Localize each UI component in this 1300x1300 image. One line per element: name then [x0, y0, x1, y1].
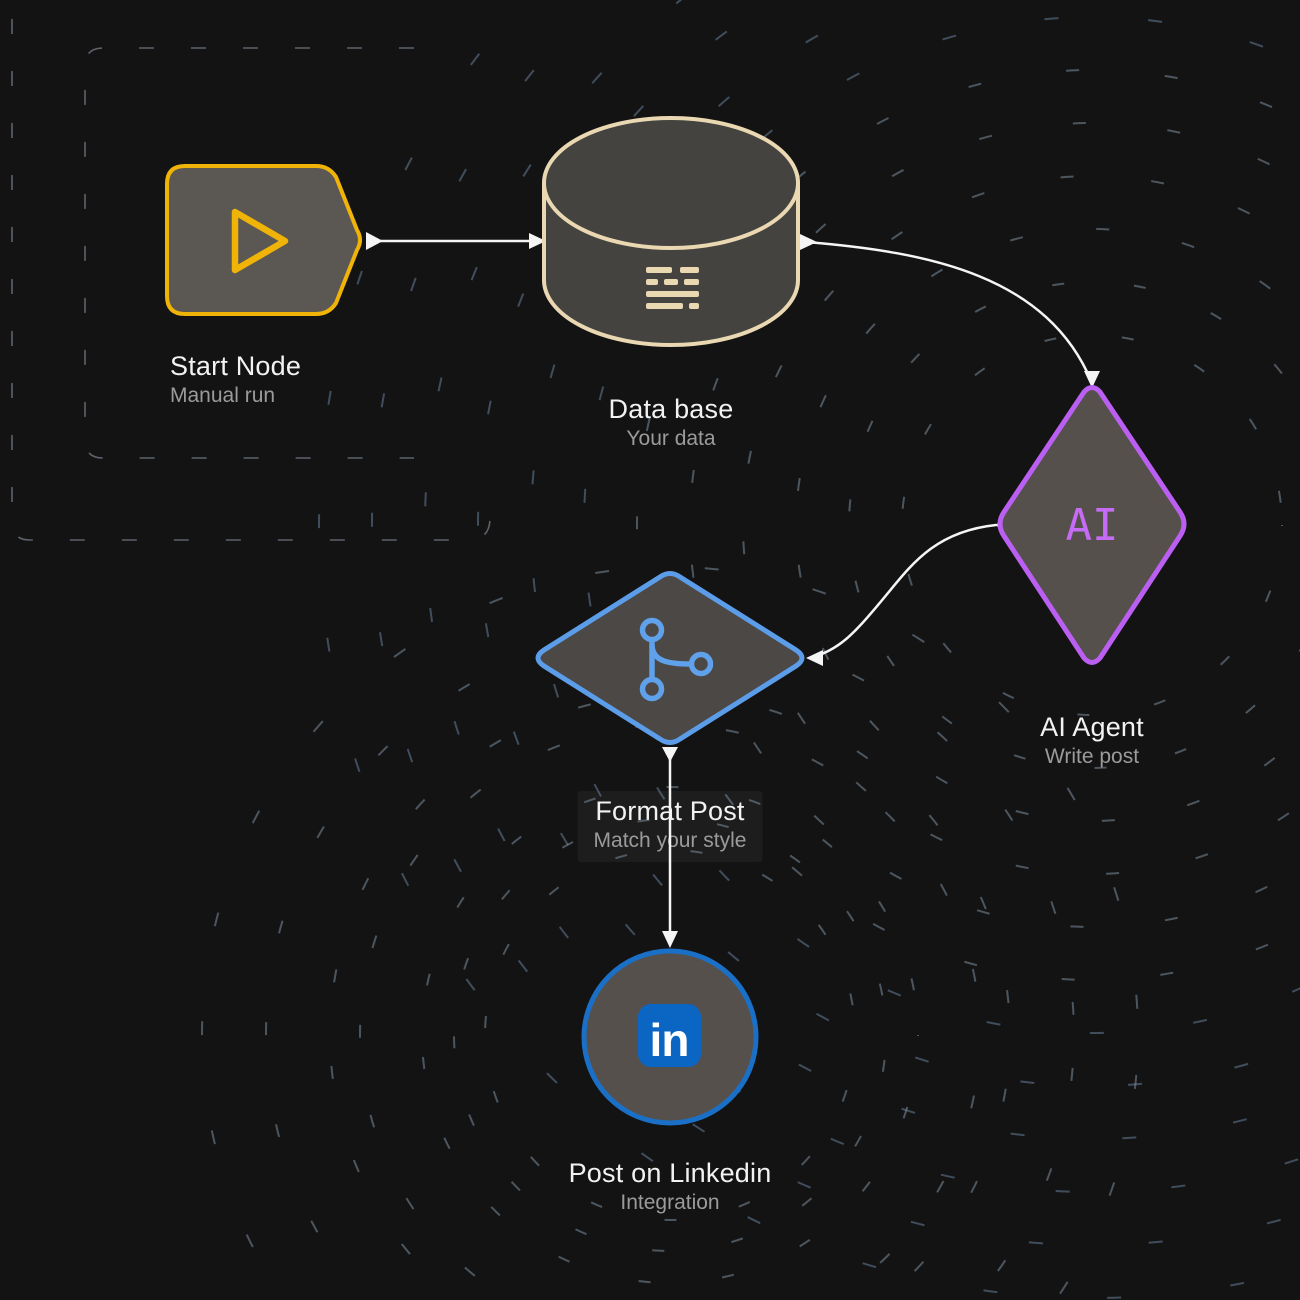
- arrowhead-format-input: [806, 650, 823, 666]
- linkedin-in-icon: in: [638, 1004, 701, 1067]
- linkedin-node-circle[interactable]: [581, 948, 759, 1126]
- ring: [424, 0, 1300, 1193]
- linkedin-logo-text: in: [650, 1014, 689, 1066]
- ring: [318, 0, 1300, 1299]
- database-top-ellipse: [542, 116, 800, 250]
- linkedin-node-title: Post on Linkedin: [568, 1158, 772, 1188]
- arrowhead-linkedin-input: [662, 931, 678, 948]
- arrowhead-database-output: [800, 234, 817, 250]
- ring: [371, 0, 1300, 1246]
- start-node-subtitle: Manual run: [170, 384, 276, 408]
- database-node-subtitle: Your data: [626, 427, 716, 451]
- ring: [901, 334, 1283, 716]
- ring: [742, 175, 1300, 875]
- ring: [689, 122, 1300, 928]
- git-branch-icon: [639, 617, 714, 702]
- connector-database-to-ai[interactable]: [805, 240, 1094, 384]
- format-post-node-label: Format Post Match your style: [577, 791, 763, 863]
- format-post-node-title: Format Post: [595, 796, 745, 826]
- ai-agent-node-label: AI Agent Write post: [1040, 712, 1144, 769]
- arrowhead-ai-output: [994, 517, 1011, 533]
- ai-agent-diamond-shape[interactable]: [997, 385, 1187, 665]
- arrowhead-format-output: [662, 747, 678, 762]
- ring: [848, 281, 1300, 769]
- ai-agent-node-subtitle: Write post: [1044, 745, 1140, 769]
- start-node-title: Start Node: [170, 351, 302, 381]
- database-node-title: Data base: [608, 394, 734, 424]
- node-database[interactable]: [542, 116, 800, 347]
- arrowhead-ai-input: [1084, 371, 1100, 388]
- start-area-outer-dashed-frame: [11, 0, 491, 541]
- database-body-fill[interactable]: [544, 118, 798, 345]
- linkedin-node-label: Post on Linkedin Integration: [569, 1158, 772, 1215]
- background-dashed-rings: [11, 0, 1300, 1300]
- play-icon: [231, 208, 289, 274]
- ring: [530, 0, 1300, 1087]
- ring: [583, 16, 1300, 1034]
- database-body-outline: [542, 183, 800, 347]
- arrowhead-database-input: [529, 233, 546, 249]
- ai-agent-node-title: AI Agent: [1040, 712, 1144, 742]
- format-post-node-subtitle: Match your style: [593, 829, 747, 853]
- linkedin-node-subtitle: Integration: [620, 1191, 720, 1215]
- node-start[interactable]: [165, 164, 362, 316]
- node-format-post[interactable]: [535, 571, 805, 745]
- ring: [477, 0, 1300, 1140]
- ai-badge-text: AI: [1066, 500, 1119, 551]
- connector-ai-to-format[interactable]: [809, 523, 997, 660]
- database-node-label: Data base Your data: [609, 394, 734, 451]
- node-ai-agent[interactable]: AI: [997, 385, 1187, 665]
- start-node-shape[interactable]: [165, 164, 362, 316]
- arrowhead-start-output: [366, 232, 383, 250]
- format-post-diamond-shape[interactable]: [535, 571, 805, 745]
- start-node-label: Start Node Manual run: [170, 351, 301, 408]
- node-linkedin[interactable]: in: [581, 948, 759, 1126]
- database-rows-icon: [646, 267, 699, 309]
- format-post-label-box: Format Post Match your style: [577, 791, 763, 863]
